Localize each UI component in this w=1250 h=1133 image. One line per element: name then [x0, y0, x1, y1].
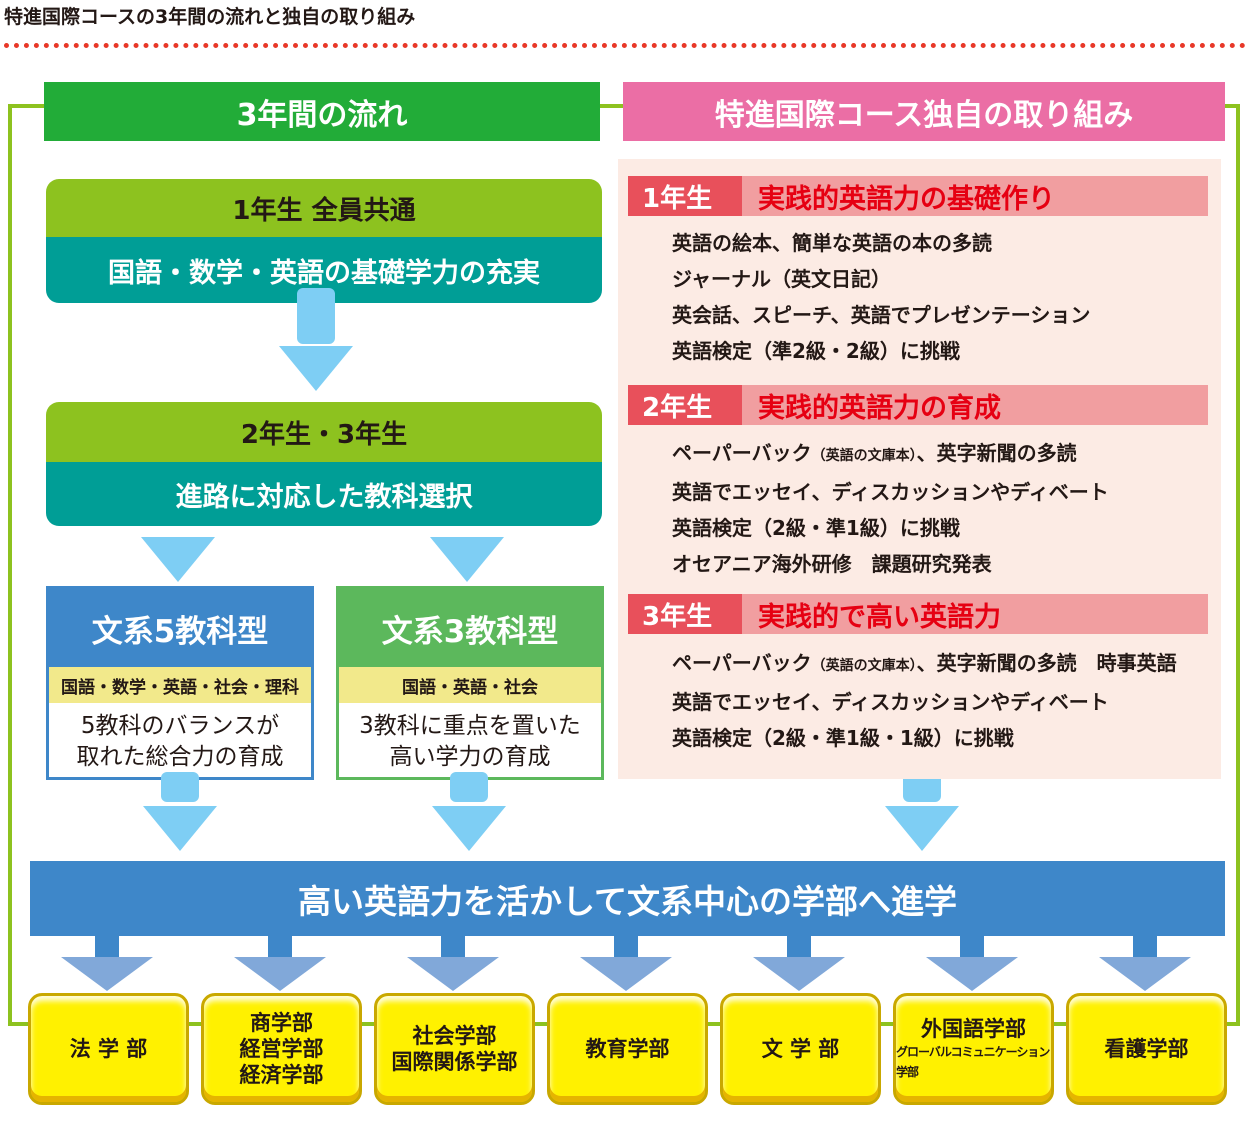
track-3-subjects: 文系3教科型 国語・英語・社会 3教科に重点を置いた 高い学力の育成 — [336, 586, 604, 780]
flow-arrow-down-icon — [430, 537, 504, 582]
faculty-label: 社会学部 — [412, 1024, 497, 1048]
year-badge: 3年生 — [628, 594, 742, 634]
faculty-sub-label: グローバルコミュニケーション学部 — [896, 1045, 1050, 1079]
stage-2-focus: 進路に対応した教科選択 — [46, 462, 602, 526]
faculty-label: 商学部 — [250, 1011, 313, 1035]
flow-arrow-stem — [450, 772, 488, 802]
faculty-label: 経済学部 — [239, 1063, 324, 1087]
goal-bar: 高い英語力を活かして文系中心の学部へ進学 — [30, 861, 1225, 936]
year-badge: 1年生 — [628, 176, 742, 216]
activity-item: 英語検定（準2級・2級）に挑戦 — [672, 339, 960, 363]
stage-2-box: 2年生・3年生 進路に対応した教科選択 — [46, 402, 602, 526]
faculty-label: 法 学 部 — [69, 1037, 148, 1061]
faculty-foreign-languages: 外国語学部 グローバルコミュニケーション学部 — [893, 993, 1054, 1105]
activity-item: 英語の絵本、簡単な英語の本の多読 — [672, 231, 992, 255]
track-description: 高い学力の育成 — [389, 744, 551, 770]
faculty-sociology: 社会学部 国際関係学部 — [374, 993, 535, 1105]
faculty-label: 経営学部 — [239, 1037, 324, 1061]
faculty-education: 教育学部 — [547, 993, 708, 1105]
year-theme: 実践的英語力の育成 — [742, 385, 1208, 425]
faculty-label: 外国語学部 — [921, 1017, 1026, 1041]
track-description: 3教科に重点を置いた — [359, 713, 581, 739]
faculty-nursing: 看護学部 — [1066, 993, 1227, 1105]
activity-item: 英語検定（2級・準1級）に挑戦 — [672, 516, 960, 540]
track-5-subjects: 文系5教科型 国語・数学・英語・社会・理科 5教科のバランスが 取れた総合力の育… — [46, 586, 314, 780]
faculty-letters: 文 学 部 — [720, 993, 881, 1105]
track-title: 文系3教科型 — [339, 589, 601, 667]
activity-list-year-2: ペーパーバック（英語の文庫本）、英字新聞の多読 英語でエッセイ、ディスカッション… — [672, 435, 1109, 582]
faculty-law: 法 学 部 — [28, 993, 189, 1105]
page-title: 特進国際コースの3年間の流れと独自の取り組み — [4, 6, 416, 28]
activity-list-year-3: ペーパーバック（英語の文庫本）、英字新聞の多読 時事英語 英語でエッセイ、ディス… — [672, 645, 1177, 756]
track-subjects: 国語・数学・英語・社会・理科 — [49, 667, 311, 703]
faculty-label: 看護学部 — [1104, 1037, 1189, 1061]
faculty-label: 国際関係学部 — [391, 1050, 518, 1074]
activity-item: 英語検定（2級・準1級・1級）に挑戦 — [672, 726, 1014, 750]
track-title: 文系5教科型 — [49, 589, 311, 667]
stage-1-heading: 1年生 全員共通 — [46, 179, 602, 237]
title-divider — [4, 43, 1246, 48]
stage-2-heading: 2年生・3年生 — [46, 402, 602, 462]
special-header: 特進国際コース独自の取り組み — [623, 82, 1225, 141]
activity-item: ペーパーバック（英語の文庫本）、英字新聞の多読 時事英語 — [672, 651, 1177, 675]
activity-item: 英会話、スピーチ、英語でプレゼンテーション — [672, 303, 1091, 327]
activity-item: ジャーナル（英文日記） — [672, 267, 891, 291]
stage-1-box: 1年生 全員共通 国語・数学・英語の基礎学力の充実 — [46, 179, 602, 303]
year-2-bar: 2年生 実践的英語力の育成 — [628, 385, 1208, 425]
flow-arrow-down-icon — [143, 806, 217, 851]
activity-item: 英語でエッセイ、ディスカッションやディベート — [672, 690, 1109, 714]
year-theme: 実践的で高い英語力 — [742, 594, 1208, 634]
track-subjects: 国語・英語・社会 — [339, 667, 601, 703]
year-1-bar: 1年生 実践的英語力の基礎作り — [628, 176, 1208, 216]
year-3-bar: 3年生 実践的で高い英語力 — [628, 594, 1208, 634]
activity-item: オセアニア海外研修 課題研究発表 — [672, 552, 992, 576]
flow-arrow-down-icon — [885, 806, 959, 851]
flow-header: 3年間の流れ — [44, 82, 600, 141]
activity-item: ペーパーバック（英語の文庫本）、英字新聞の多読 — [672, 441, 1077, 465]
faculty-label: 文 学 部 — [761, 1037, 840, 1061]
special-program-panel — [618, 159, 1221, 779]
activity-item: 英語でエッセイ、ディスカッションやディベート — [672, 480, 1109, 504]
flow-arrow-stem-1 — [297, 288, 335, 344]
track-description: 取れた総合力の育成 — [76, 744, 284, 770]
year-badge: 2年生 — [628, 385, 742, 425]
flow-arrow-stem — [161, 772, 199, 802]
faculty-commerce: 商学部 経営学部 経済学部 — [201, 993, 362, 1105]
flow-arrow-down-icon — [432, 806, 506, 851]
activity-list-year-1: 英語の絵本、簡単な英語の本の多読 ジャーナル（英文日記） 英会話、スピーチ、英語… — [672, 225, 1090, 369]
flow-arrow-down-icon — [279, 346, 353, 391]
faculty-label: 教育学部 — [585, 1037, 670, 1061]
track-description: 5教科のバランスが — [80, 713, 280, 739]
year-theme: 実践的英語力の基礎作り — [742, 176, 1208, 216]
flow-arrow-down-icon — [141, 537, 215, 582]
